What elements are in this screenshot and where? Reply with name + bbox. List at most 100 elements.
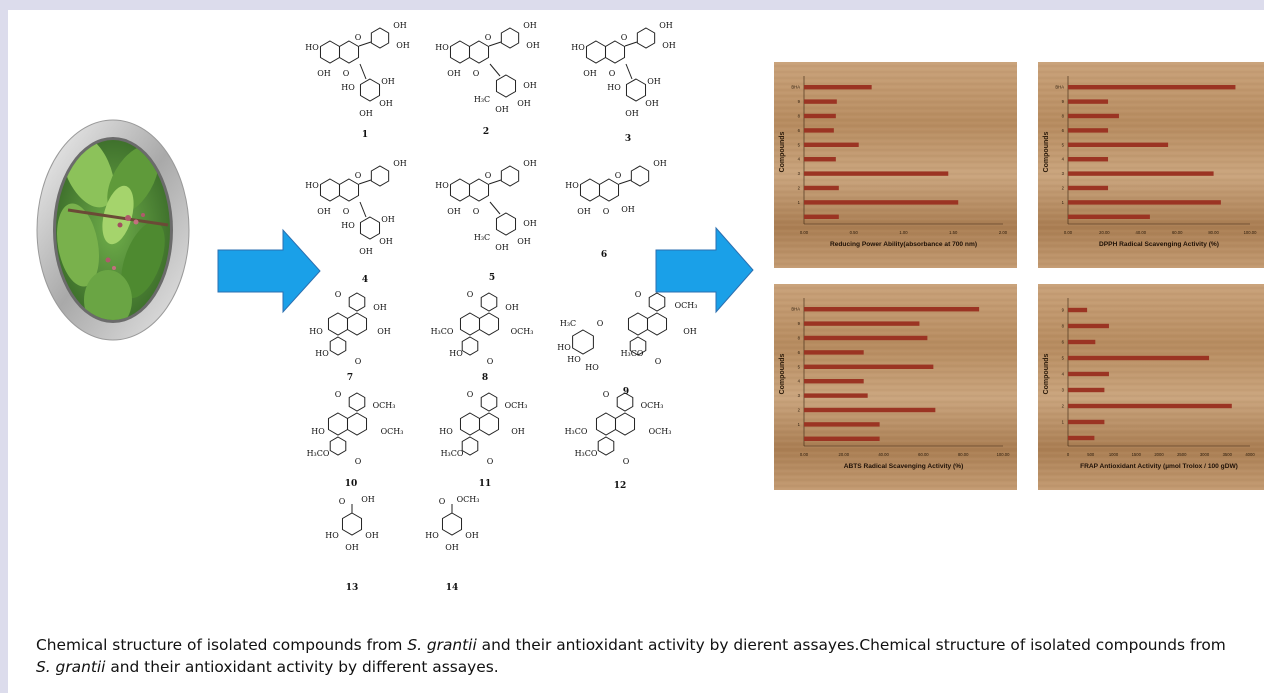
atom-label: OH bbox=[517, 237, 531, 246]
y-axis-label: Compounds bbox=[779, 353, 786, 394]
atom-label: OCH₃ bbox=[505, 401, 528, 410]
atom-label: OH bbox=[659, 21, 673, 30]
atom-label: OH bbox=[359, 247, 373, 256]
atom-label: O bbox=[355, 357, 362, 366]
x-tick-label: 1.00 bbox=[899, 230, 908, 235]
atom-label: O bbox=[597, 319, 604, 328]
ring-bond bbox=[604, 40, 626, 64]
x-tick-label: 40.00 bbox=[878, 452, 889, 457]
atom-label: OH bbox=[621, 205, 635, 214]
x-tick-label: 1000 bbox=[1109, 452, 1119, 457]
atom-label: HO bbox=[557, 343, 571, 352]
atom-label: HO bbox=[311, 427, 325, 436]
atom-label: O bbox=[467, 390, 474, 399]
atom-label: OCH₃ bbox=[641, 401, 664, 410]
atom-label: OH bbox=[505, 303, 519, 312]
compound-number: 14 bbox=[446, 583, 459, 593]
atom-label: OCH₃ bbox=[373, 401, 396, 410]
x-tick-label: 4000 bbox=[1245, 452, 1255, 457]
atom-label: HO bbox=[305, 43, 319, 52]
x-tick-label: 100.00 bbox=[1244, 230, 1257, 235]
bar bbox=[804, 379, 864, 384]
compound-number: 11 bbox=[479, 479, 492, 489]
x-axis-label: FRAP Antioxidant Activity (µmol Trolox /… bbox=[1080, 463, 1238, 470]
right-arrow-icon-2 bbox=[655, 226, 754, 314]
bond-line bbox=[488, 41, 502, 47]
ring-bond bbox=[327, 312, 349, 336]
bar bbox=[804, 214, 839, 219]
bar bbox=[1068, 142, 1169, 147]
category-label: 2 bbox=[1062, 404, 1065, 409]
compound-number: 8 bbox=[482, 373, 488, 383]
bar bbox=[804, 128, 834, 133]
atom-label: OH bbox=[393, 21, 407, 30]
category-label: 3 bbox=[1062, 171, 1065, 176]
atom-label: O bbox=[339, 497, 346, 506]
ring-bond bbox=[627, 312, 649, 336]
bar bbox=[804, 185, 839, 191]
atom-label: HO bbox=[341, 83, 355, 92]
category-label: BHA bbox=[1055, 85, 1064, 90]
category-label: 2 bbox=[798, 186, 801, 191]
x-tick-label: 1500 bbox=[1132, 452, 1142, 457]
atom-label: O bbox=[609, 69, 616, 78]
compound-number: 1 bbox=[362, 130, 368, 140]
bond-line bbox=[489, 63, 501, 77]
bar bbox=[1068, 200, 1221, 205]
category-label: 1 bbox=[798, 422, 801, 427]
atom-label: O bbox=[615, 171, 622, 180]
x-tick-label: 3000 bbox=[1200, 452, 1210, 457]
x-tick-label: 20.00 bbox=[1099, 230, 1110, 235]
atom-label: HO bbox=[565, 181, 579, 190]
ring-bond bbox=[449, 178, 471, 202]
ring-bond bbox=[348, 292, 366, 312]
wood-grain bbox=[774, 284, 1017, 490]
atom-label: H₃CO bbox=[431, 327, 454, 336]
atom-label: OH bbox=[359, 109, 373, 118]
category-label: 3 bbox=[1062, 388, 1065, 393]
bar bbox=[1068, 85, 1236, 90]
atom-label: OH bbox=[361, 495, 375, 504]
ring-bond bbox=[595, 412, 617, 436]
atom-label: O bbox=[355, 171, 362, 180]
atom-label: OH bbox=[647, 77, 661, 86]
wood-grain bbox=[1038, 284, 1264, 490]
bar bbox=[804, 142, 859, 147]
bar bbox=[1068, 403, 1232, 409]
atom-label: O bbox=[635, 290, 642, 299]
bar bbox=[804, 335, 928, 341]
bar bbox=[1068, 171, 1214, 176]
atom-label: OH bbox=[495, 243, 509, 252]
bond-line bbox=[359, 63, 367, 80]
x-tick-label: 500 bbox=[1087, 452, 1095, 457]
atom-label: HO bbox=[425, 531, 439, 540]
bond-line bbox=[358, 41, 372, 47]
ring-bond bbox=[629, 336, 647, 356]
atom-label: OH bbox=[379, 237, 393, 246]
x-tick-label: 2.00 bbox=[999, 230, 1008, 235]
atom-label: OCH₃ bbox=[381, 427, 404, 436]
bond-line bbox=[358, 179, 372, 185]
bar bbox=[804, 436, 880, 441]
x-tick-label: 1.50 bbox=[949, 230, 958, 235]
x-tick-label: 0.00 bbox=[800, 230, 809, 235]
atom-label: O bbox=[603, 390, 610, 399]
ring-bond bbox=[468, 40, 490, 64]
atom-label: OH bbox=[445, 543, 459, 552]
atom-label: OH bbox=[645, 99, 659, 108]
category-label: 6 bbox=[798, 350, 801, 355]
atom-label: O bbox=[621, 33, 628, 42]
bar bbox=[804, 321, 920, 326]
bar bbox=[1068, 128, 1109, 133]
atom-label: O bbox=[623, 457, 630, 466]
atom-label: OH bbox=[345, 543, 359, 552]
category-label: 9 bbox=[1062, 99, 1065, 104]
